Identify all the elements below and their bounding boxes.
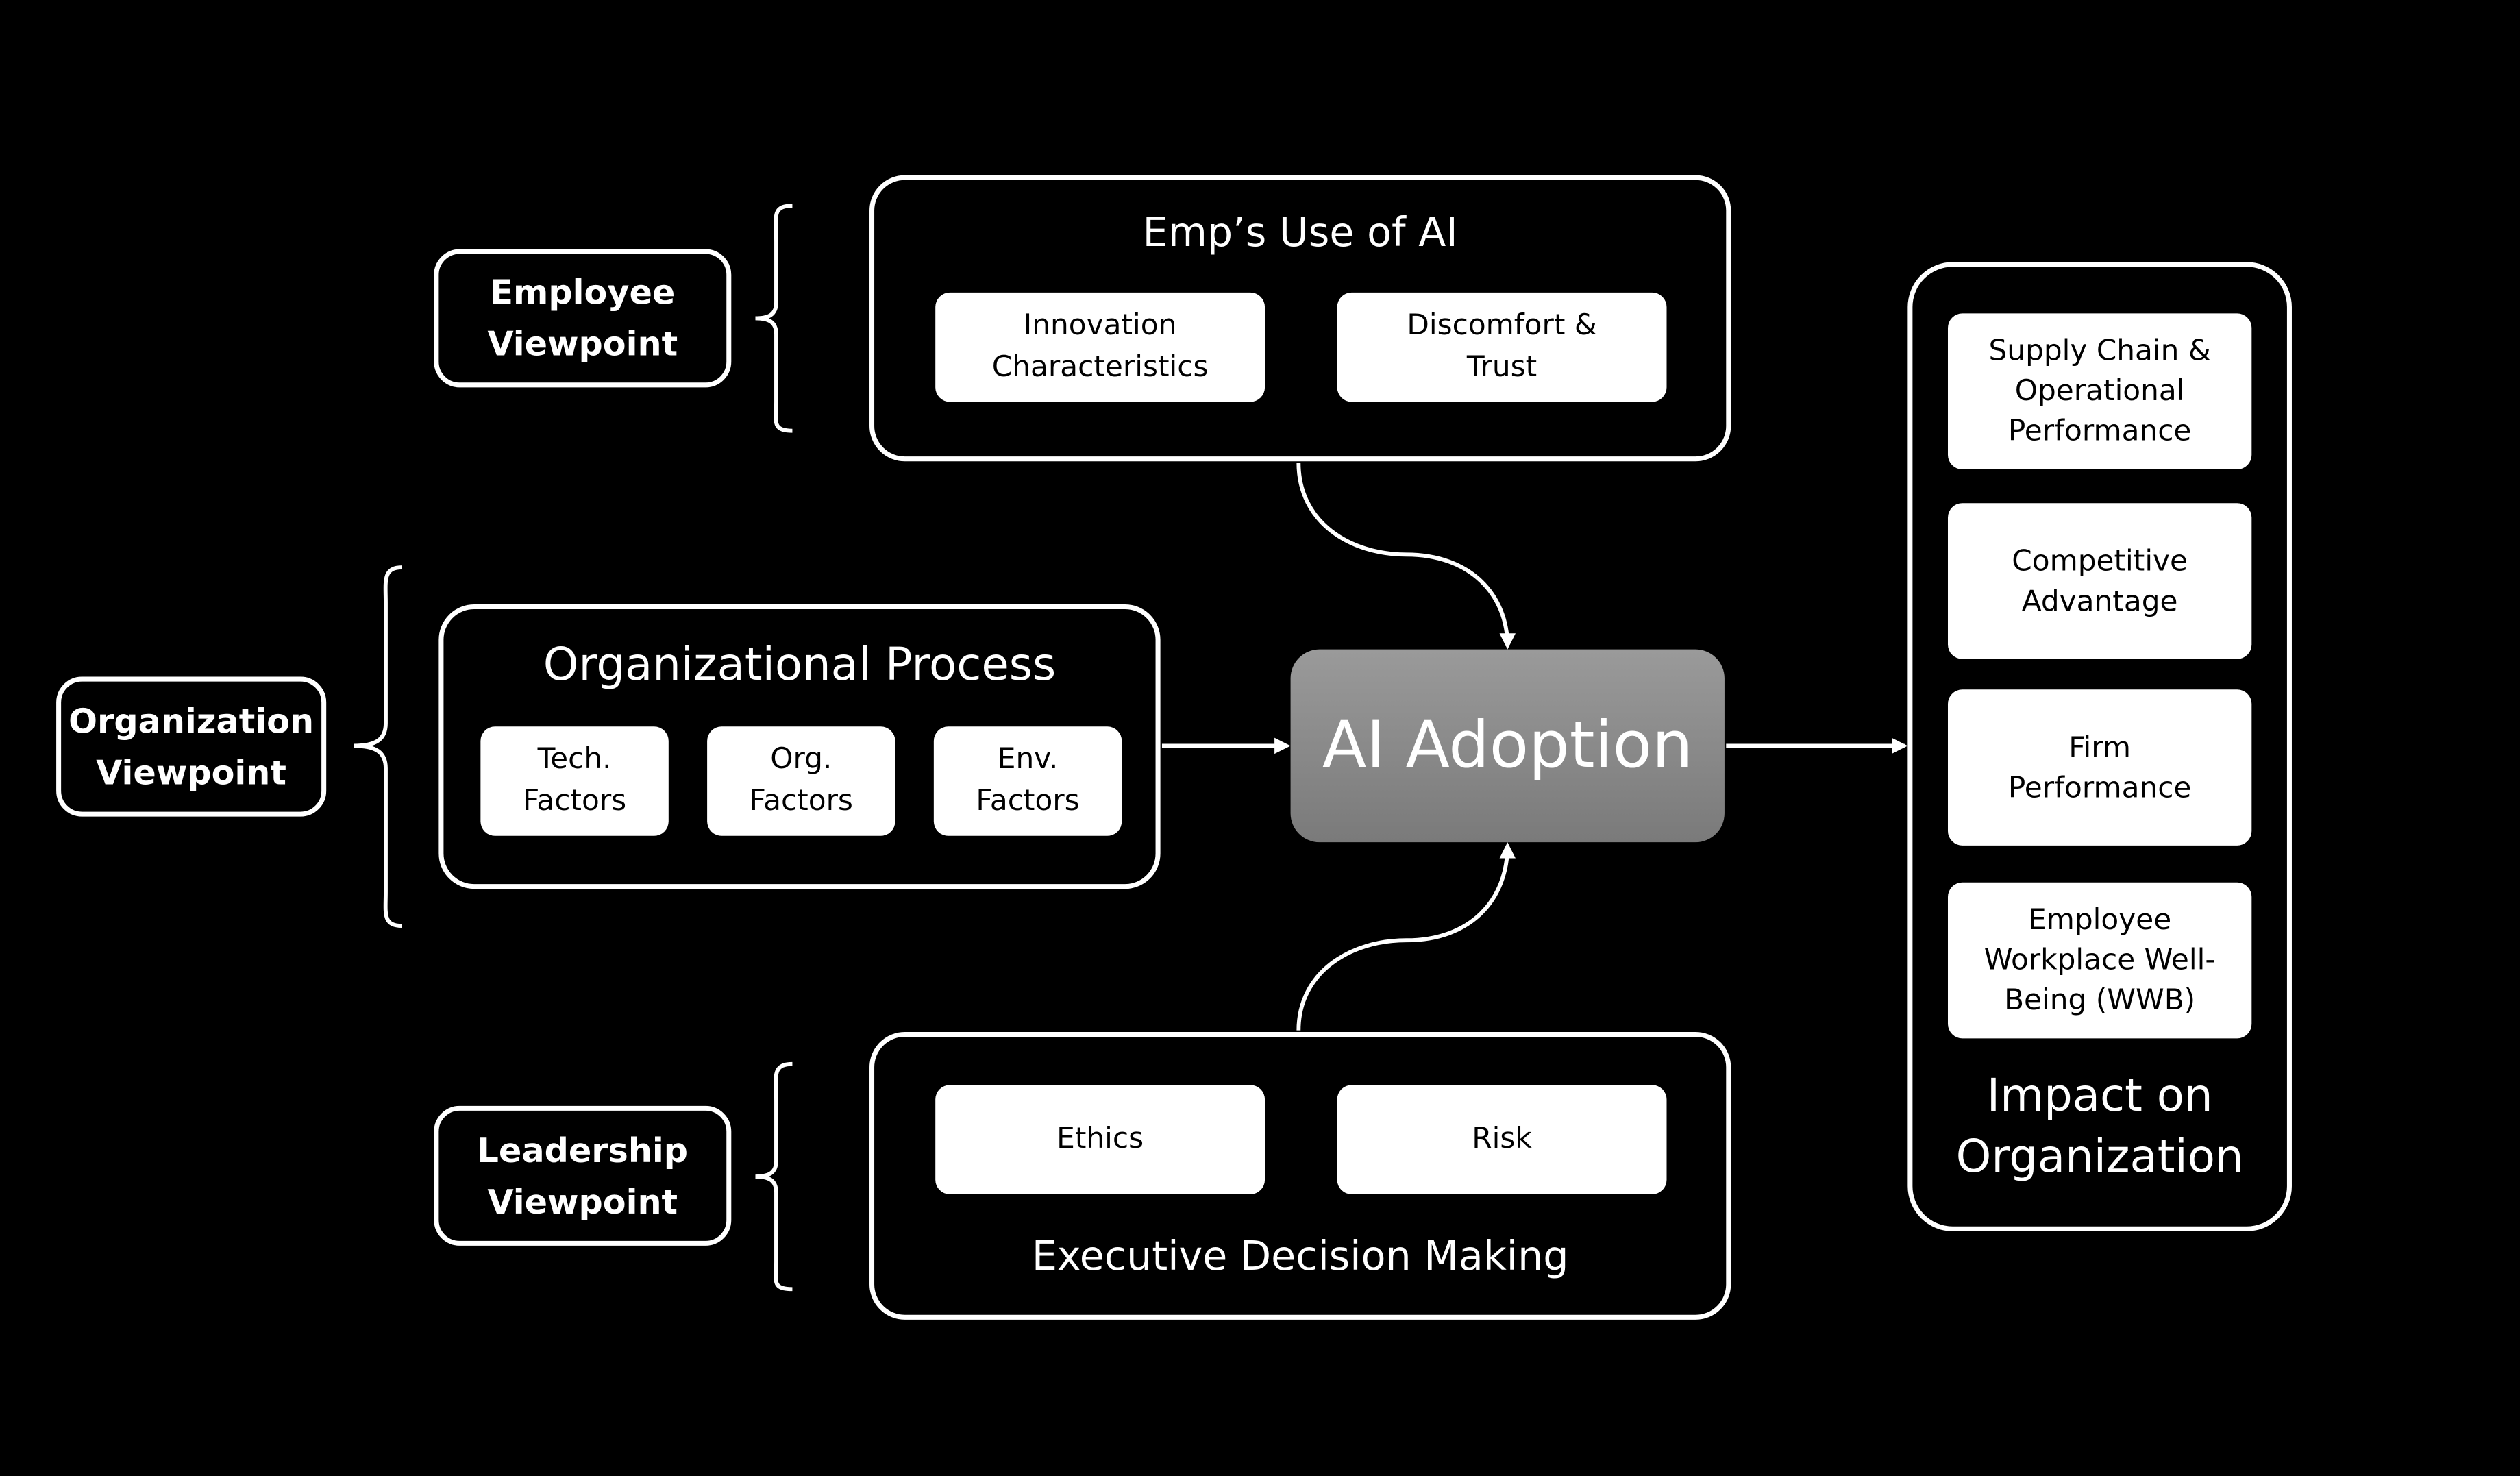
impact-supply-chain: Supply Chain & Operational Performance xyxy=(1947,313,2252,469)
env-factors: Env. Factors xyxy=(933,726,1122,836)
tech-factors: Tech. Factors xyxy=(480,726,669,836)
discomfort-trust: Discomfort & Trust xyxy=(1337,292,1667,402)
arrow-exec-to-adoption xyxy=(1296,842,1516,1031)
ai-adoption: AI Adoption xyxy=(1290,649,1725,843)
innovation-characteristics: Innovation Characteristics xyxy=(935,292,1265,402)
organization-viewpoint: Organization Viewpoint xyxy=(56,676,327,817)
emp-use-title: Emp’s Use of AI xyxy=(1142,208,1458,256)
employee-brace xyxy=(755,204,793,433)
executive-title: Executive Decision Making xyxy=(1031,1233,1569,1280)
emp-use-of-ai-group: Emp’s Use of AI Innovation Characteristi… xyxy=(869,175,1731,462)
leadership-brace xyxy=(755,1061,793,1292)
impact-employee-wwb: Employee Workplace Well- Being (WWB) xyxy=(1947,882,2252,1039)
org-process-title: Organizational Process xyxy=(543,638,1057,691)
leadership-viewpoint: Leadership Viewpoint xyxy=(434,1105,732,1246)
arrow-emp-to-adoption xyxy=(1296,463,1516,650)
impact-group: Supply Chain & Operational Performance C… xyxy=(1907,262,2292,1231)
risk: Risk xyxy=(1337,1085,1667,1194)
ethics: Ethics xyxy=(935,1085,1265,1194)
org-factors: Org. Factors xyxy=(707,726,895,836)
impact-firm-performance: Firm Performance xyxy=(1947,689,2252,846)
organizational-process-group: Organizational Process Tech. Factors Org… xyxy=(438,604,1161,889)
employee-viewpoint: Employee Viewpoint xyxy=(434,249,732,388)
executive-decision-group: Ethics Risk Executive Decision Making xyxy=(869,1031,1731,1320)
organization-brace xyxy=(354,565,402,928)
impact-competitive-advantage: Competitive Advantage xyxy=(1947,503,2252,659)
impact-title: Impact on Organization xyxy=(1955,1068,2244,1183)
